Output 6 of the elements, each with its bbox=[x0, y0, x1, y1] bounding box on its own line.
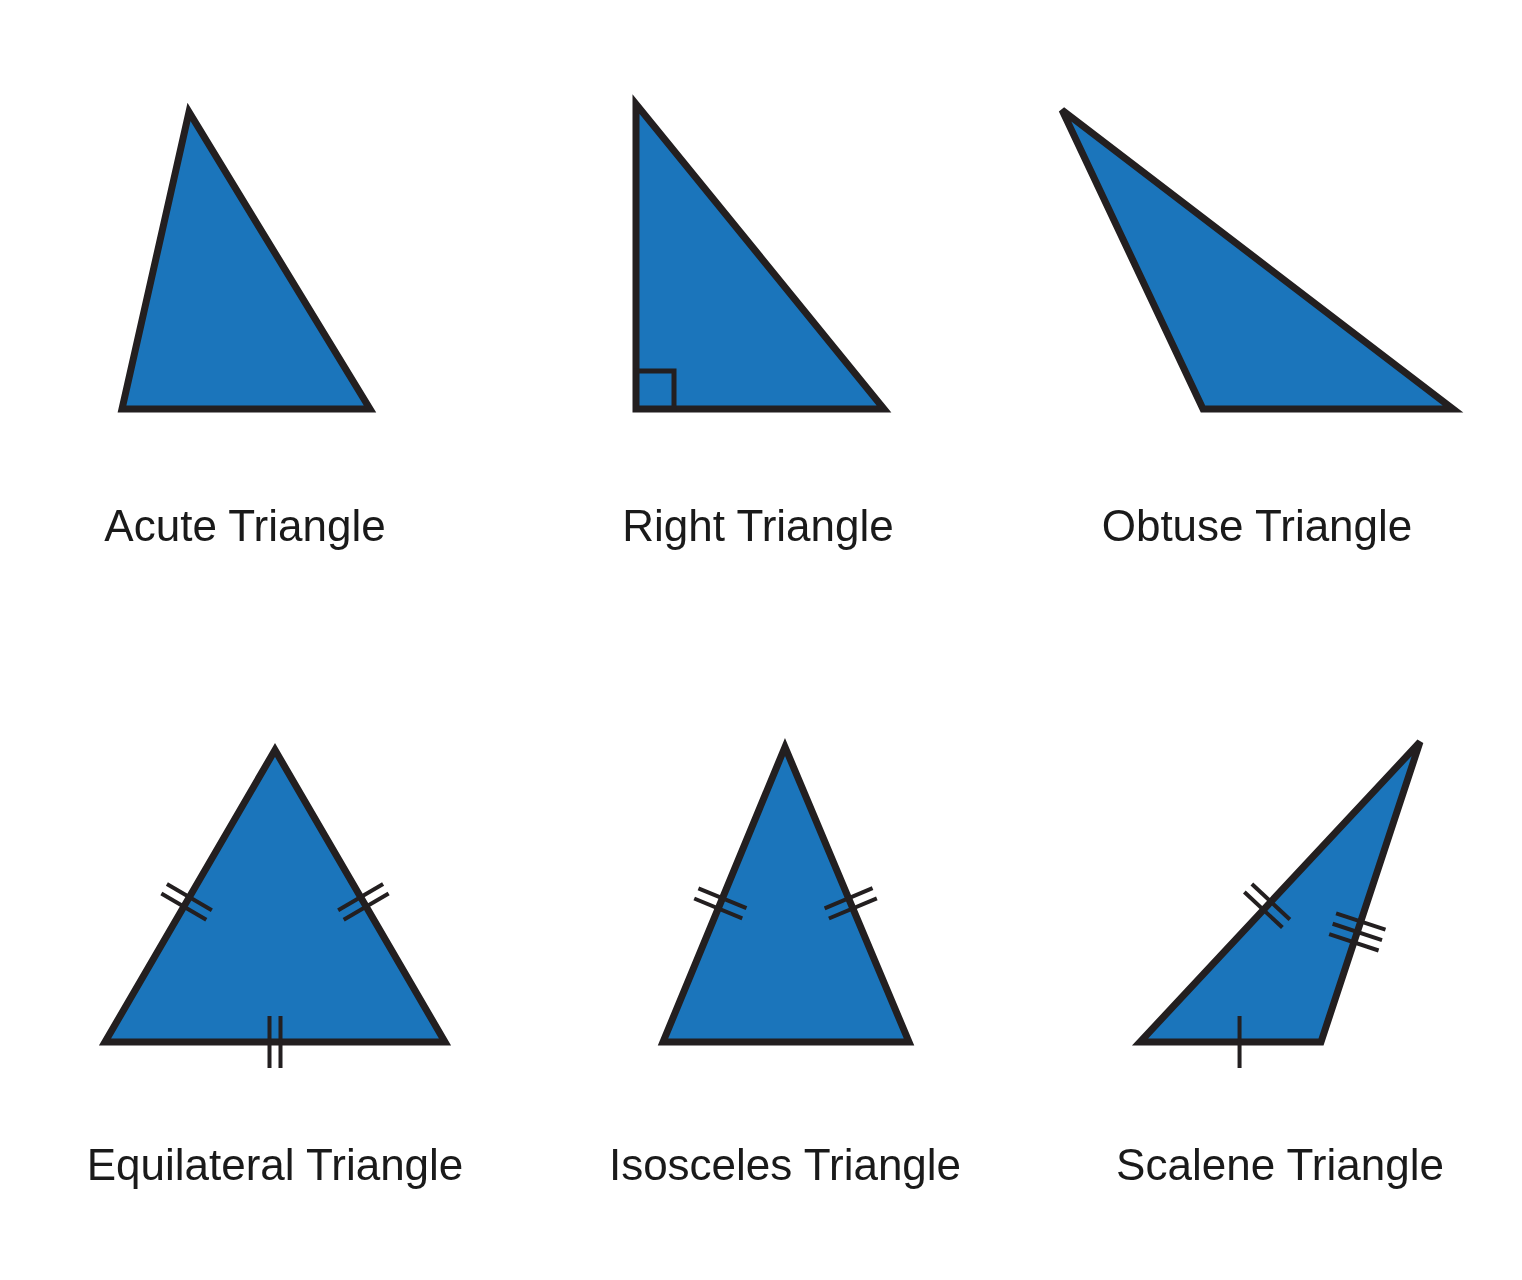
triangle-label: Scalene Triangle bbox=[1116, 1141, 1444, 1190]
triangle-label: Acute Triangle bbox=[104, 502, 386, 551]
triangle-label: Equilateral Triangle bbox=[86, 1141, 464, 1190]
triangle-label: Obtuse Triangle bbox=[1101, 502, 1413, 551]
triangle-label: Isosceles Triangle bbox=[608, 1141, 962, 1190]
triangle-label: Right Triangle bbox=[622, 502, 894, 551]
